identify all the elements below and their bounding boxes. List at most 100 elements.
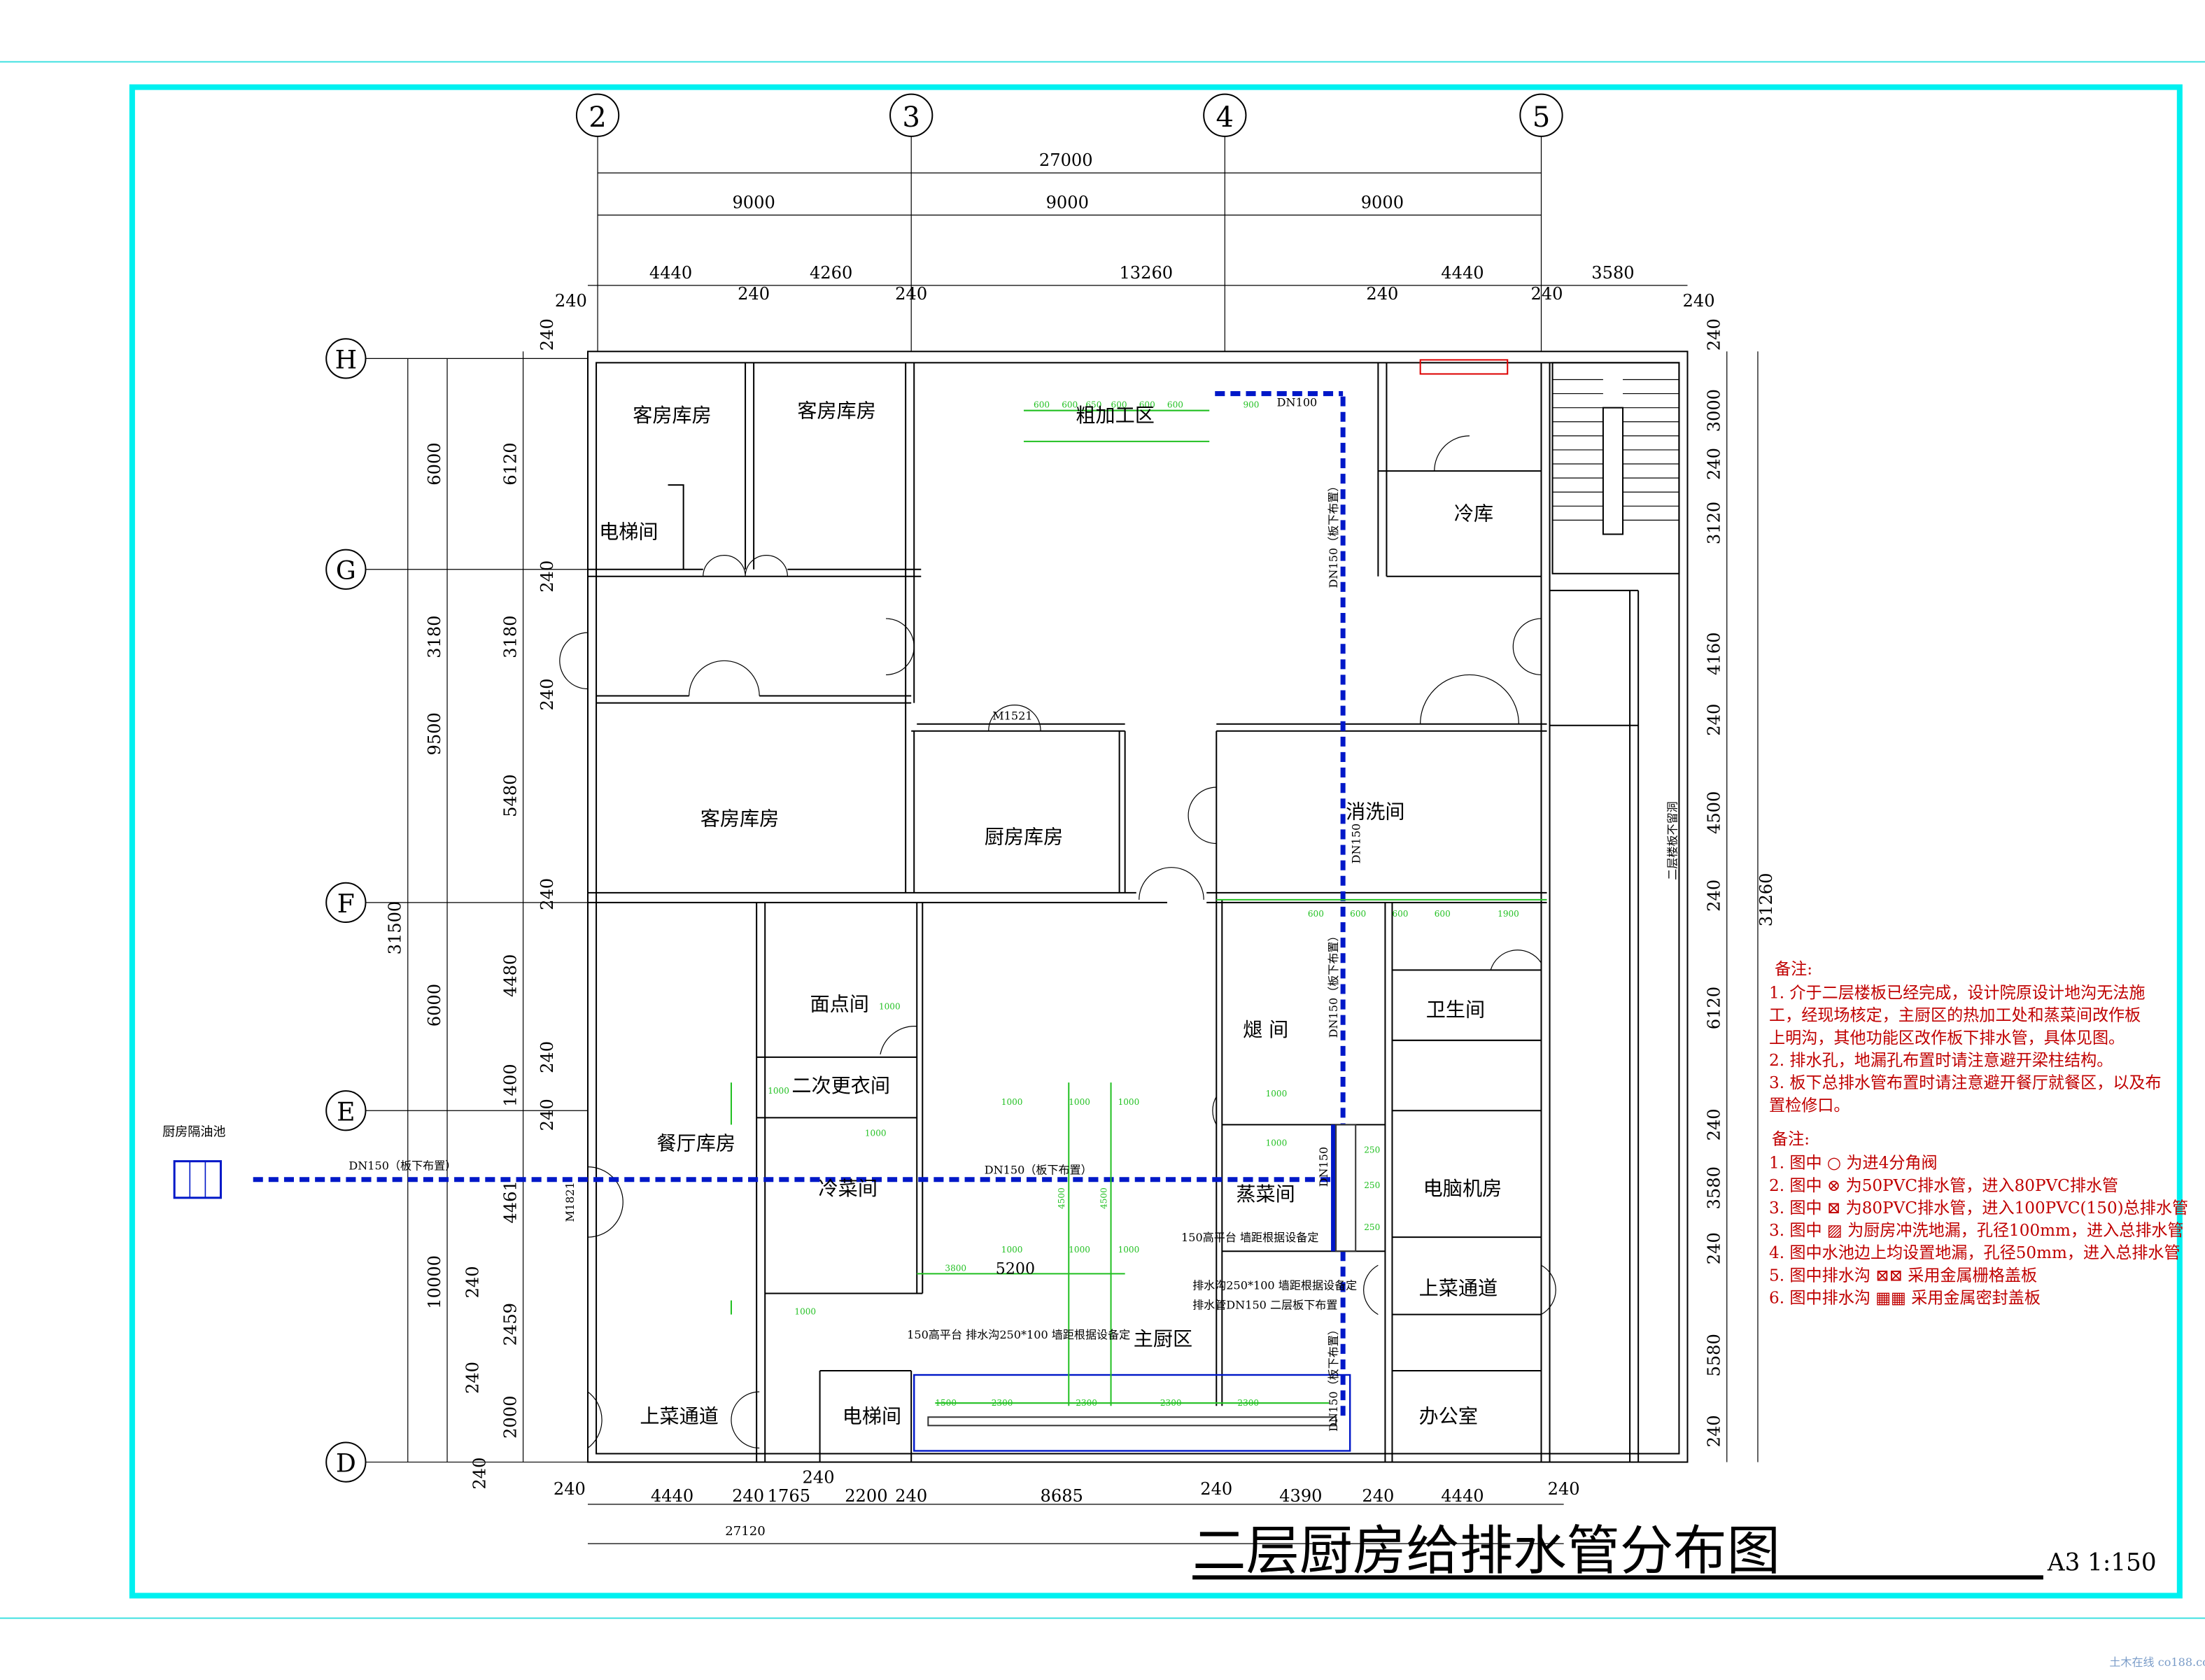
svg-text:4390: 4390 (1279, 1486, 1322, 1506)
svg-text:600: 600 (1392, 909, 1408, 919)
svg-text:3. 图中 ▨ 为厨房冲洗地漏，孔径100mm，进入总排: 3. 图中 ▨ 为厨房冲洗地漏，孔径100mm，进入总排水管 (1769, 1222, 2184, 1240)
svg-text:1000: 1000 (794, 1307, 816, 1317)
svg-text:H: H (335, 344, 358, 374)
svg-text:240: 240 (1705, 880, 1724, 912)
svg-text:150高平台 排水沟250*100 墙距根据设备定: 150高平台 排水沟250*100 墙距根据设备定 (907, 1328, 1130, 1341)
svg-text:9000: 9000 (1046, 192, 1089, 212)
svg-text:2300: 2300 (1076, 1398, 1097, 1408)
svg-text:5200: 5200 (996, 1259, 1035, 1278)
svg-text:240: 240 (1548, 1479, 1580, 1499)
svg-text:240: 240 (537, 1041, 557, 1073)
bottom-dimensions: 240 4440 240 1765 240 2200 240 8685 240 … (554, 1468, 1580, 1544)
svg-text:工，经现场核定，主厨区的热加工处和蒸菜间改作板: 工，经现场核定，主厨区的热加工处和蒸菜间改作板 (1769, 1007, 2141, 1025)
room-label: 上菜通道 (1419, 1276, 1498, 1299)
svg-text:27000: 27000 (1039, 150, 1093, 170)
svg-text:240: 240 (803, 1468, 835, 1488)
svg-text:600: 600 (1111, 400, 1127, 410)
svg-text:10000: 10000 (425, 1255, 444, 1309)
room-label: 煺 间 (1243, 1018, 1288, 1041)
svg-text:240: 240 (738, 284, 770, 304)
room-label: 厨房库房 (985, 826, 1064, 849)
svg-text:9000: 9000 (1361, 192, 1404, 212)
svg-text:排水沟250*100 墙距根据设备定: 排水沟250*100 墙距根据设备定 (1192, 1278, 1357, 1292)
room-label: 电梯间 (843, 1404, 901, 1427)
svg-text:D: D (336, 1448, 356, 1478)
water-supply-lines: 600 600 650 600 600 600 900 600 600 600 … (730, 400, 1547, 1408)
svg-text:240: 240 (470, 1457, 489, 1490)
trench-main-kitchen (913, 1374, 1351, 1452)
svg-text:3180: 3180 (425, 615, 444, 658)
svg-text:2. 图中 ⊗ 为50PVC排水管，进入80PVC排水管: 2. 图中 ⊗ 为50PVC排水管，进入80PVC排水管 (1769, 1177, 2118, 1195)
svg-text:4461: 4461 (501, 1180, 521, 1223)
svg-text:3. 图中 ⊠ 为80PVC排水管，进入100PVC(1: 3. 图中 ⊠ 为80PVC排水管，进入100PVC(150)总排水管 (1769, 1199, 2188, 1217)
svg-text:1000: 1000 (1118, 1097, 1140, 1107)
drain-pipes (253, 391, 1357, 1452)
svg-text:250: 250 (1364, 1180, 1380, 1190)
notes-block-2: 备注: 1. 图中 ○ 为进4分角阀 2. 图中 ⊗ 为50PVC排水管，进入8… (1769, 1130, 2188, 1307)
svg-text:DN150（板下布置）: DN150（板下布置） (1327, 481, 1340, 588)
svg-text:2300: 2300 (1160, 1398, 1182, 1408)
svg-text:600: 600 (1435, 909, 1451, 919)
top-dimensions: 27000 9000 9000 9000 4440 4260 13260 444… (555, 150, 1715, 311)
svg-text:4480: 4480 (501, 954, 521, 997)
svg-text:M1521: M1521 (992, 710, 1032, 723)
svg-text:3120: 3120 (1705, 502, 1724, 544)
svg-text:240: 240 (1362, 1486, 1394, 1506)
svg-text:2: 2 (589, 101, 607, 134)
svg-text:4440: 4440 (649, 263, 692, 283)
axis-3: 3 (889, 93, 934, 352)
svg-text:1000: 1000 (1266, 1138, 1288, 1148)
svg-text:240: 240 (554, 1479, 586, 1499)
svg-text:3580: 3580 (1591, 263, 1634, 283)
svg-text:置检修口。: 置检修口。 (1769, 1096, 1850, 1115)
svg-text:5580: 5580 (1705, 1334, 1724, 1376)
svg-text:3: 3 (902, 101, 920, 134)
axis-H: H (325, 338, 588, 379)
svg-text:2300: 2300 (1237, 1398, 1259, 1408)
svg-text:1000: 1000 (1118, 1245, 1140, 1255)
svg-text:240: 240 (1200, 1479, 1232, 1499)
room-label: 上菜通道 (640, 1404, 719, 1427)
axis-E: E (325, 1090, 588, 1131)
grease-trap-label: 厨房隔油池 (162, 1124, 225, 1139)
svg-text:E: E (337, 1096, 355, 1127)
svg-text:上明沟，其他功能区改作板下排水管，具体见图。: 上明沟，其他功能区改作板下排水管，具体见图。 (1769, 1029, 2125, 1047)
svg-text:1000: 1000 (1266, 1089, 1288, 1099)
svg-text:1000: 1000 (768, 1086, 789, 1096)
svg-text:1000: 1000 (1001, 1245, 1023, 1255)
axis-5: 5 (1519, 93, 1563, 352)
annotations: M1521 M1821 DN100 DN150（板下布置） DN150（板下布置… (348, 396, 1679, 1432)
svg-text:6120: 6120 (1705, 987, 1724, 1029)
svg-text:1900: 1900 (1498, 909, 1519, 919)
svg-text:4440: 4440 (1441, 1486, 1484, 1506)
svg-text:240: 240 (1705, 1415, 1724, 1447)
svg-text:6000: 6000 (425, 442, 444, 485)
walls (559, 351, 1689, 1463)
svg-text:4: 4 (1216, 101, 1234, 134)
svg-text:250: 250 (1364, 1222, 1380, 1232)
room-label: 冷菜间 (819, 1177, 878, 1200)
svg-text:3000: 3000 (1705, 389, 1724, 432)
svg-text:DN150（板下布置）: DN150（板下布置） (1327, 1324, 1340, 1432)
svg-text:5480: 5480 (501, 775, 521, 817)
svg-text:1400: 1400 (501, 1064, 521, 1106)
svg-text:4260: 4260 (810, 263, 852, 283)
svg-text:9000: 9000 (732, 192, 775, 212)
svg-text:DN100: DN100 (1277, 396, 1318, 409)
svg-text:240: 240 (1705, 1108, 1724, 1141)
svg-text:600: 600 (1062, 400, 1078, 410)
svg-text:4500: 4500 (1099, 1187, 1109, 1209)
svg-text:600: 600 (1167, 400, 1183, 410)
axis-F: F (325, 882, 588, 924)
right-dimensions: 31260 3000 3120 4160 4500 6120 3580 5580… (1705, 318, 1776, 1462)
scale-label: A3 1:150 (2047, 1548, 2157, 1576)
svg-text:240: 240 (1531, 284, 1563, 304)
trench-grating (1335, 1124, 1357, 1252)
svg-text:240: 240 (1705, 448, 1724, 480)
svg-text:240: 240 (895, 284, 927, 304)
svg-text:1000: 1000 (1069, 1245, 1090, 1255)
svg-text:1500: 1500 (935, 1398, 957, 1408)
svg-text:5: 5 (1533, 101, 1551, 134)
room-label: 电梯间 (599, 521, 658, 544)
svg-text:240: 240 (1683, 291, 1715, 311)
